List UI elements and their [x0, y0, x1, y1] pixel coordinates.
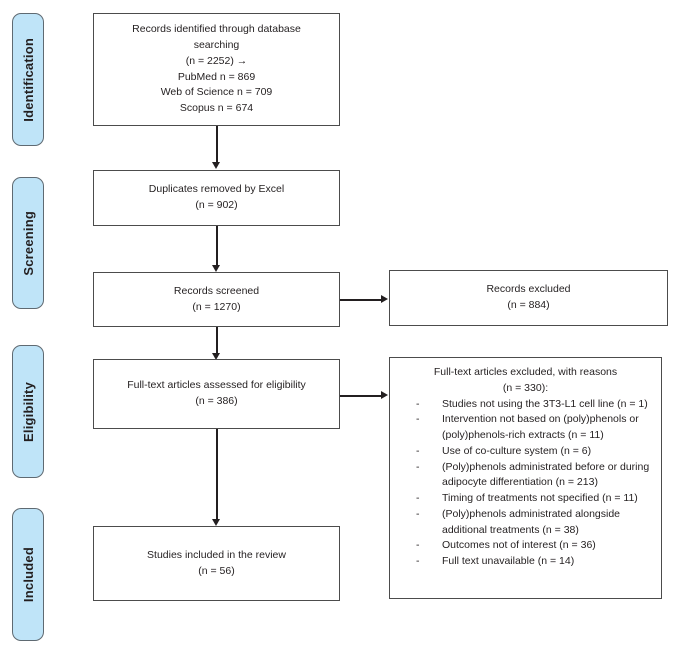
- box-studies-included-text: Studies included in the review (n = 56): [141, 548, 292, 580]
- line: Records screened: [173, 284, 260, 297]
- box-records-identified-text: Records identified through database sear…: [126, 22, 307, 118]
- arrowhead-right-excluded: [381, 295, 388, 303]
- exclusion-reason-item: Full text unavailable (n = 14): [396, 554, 655, 570]
- connector-fulltext-to-included: [216, 429, 218, 521]
- box-records-identified: Records identified through database sear…: [93, 13, 340, 126]
- exclusion-reason-item: Outcomes not of interest (n = 36): [396, 538, 655, 554]
- line: Scopus n = 674: [179, 102, 254, 115]
- line: Studies included in the review: [147, 548, 286, 561]
- connector-screened-to-excluded: [340, 299, 382, 301]
- exclusion-reason-item: Studies not using the 3T3-L1 cell line (…: [396, 397, 655, 413]
- exclusion-reason-item: Intervention not based on (poly)phenols …: [396, 412, 655, 444]
- line: searching: [193, 38, 240, 51]
- box-duplicates-removed-text: Duplicates removed by Excel (n = 902): [143, 182, 290, 214]
- exclusion-reason-item: Timing of treatments not specified (n = …: [396, 491, 655, 507]
- exclusion-reasons-heading-line: Full-text articles excluded, with reason…: [433, 366, 618, 378]
- exclusion-reason-item: (Poly)phenols administrated before or du…: [396, 460, 655, 492]
- line: (n = 386): [195, 395, 238, 407]
- exclusion-reason-item: Use of co-culture system (n = 6): [396, 444, 655, 460]
- line: (n = 2252) →: [185, 54, 248, 67]
- box-fulltext-assessed: Full-text articles assessed for eligibil…: [93, 359, 340, 429]
- box-records-excluded-text: Records excluded (n = 884): [480, 282, 576, 314]
- box-records-screened: Records screened (n = 1270): [93, 272, 340, 327]
- connector-fulltext-to-excluded: [340, 395, 382, 397]
- exclusion-reasons-count: (n = 330):: [502, 381, 549, 394]
- line: Web of Science n = 709: [160, 86, 273, 99]
- phase-label-screening: Screening: [12, 177, 44, 309]
- phase-label-included-text: Included: [20, 546, 36, 603]
- box-fulltext-assessed-text: Full-text articles assessed for eligibil…: [121, 378, 312, 410]
- box-records-excluded: Records excluded (n = 884): [389, 270, 668, 326]
- line: PubMed n = 869: [177, 70, 256, 83]
- exclusion-reasons-content: Full-text articles excluded, with reason…: [390, 358, 661, 570]
- arrowhead-down-fulltext: [212, 353, 220, 360]
- box-duplicates-removed: Duplicates removed by Excel (n = 902): [93, 170, 340, 226]
- exclusion-reasons-list: Studies not using the 3T3-L1 cell line (…: [396, 397, 655, 570]
- box-studies-included: Studies included in the review (n = 56): [93, 526, 340, 601]
- box-records-screened-text: Records screened (n = 1270): [168, 284, 265, 316]
- phase-label-identification: Identification: [12, 13, 44, 146]
- line: Duplicates removed by Excel: [148, 183, 285, 196]
- box-fulltext-excluded-reasons: Full-text articles excluded, with reason…: [389, 357, 662, 599]
- line: (n = 56): [198, 564, 235, 577]
- line: (n = 902): [195, 199, 238, 211]
- connector-duplicates-to-screened: [216, 226, 218, 267]
- arrowhead-down-included: [212, 519, 220, 526]
- arrowhead-down-duplicates: [212, 162, 220, 169]
- line: (n = 1270): [192, 300, 241, 313]
- line: Records excluded: [486, 283, 571, 296]
- line: (n = 884): [507, 299, 550, 311]
- exclusion-reason-item: (Poly)phenols administrated alongside ad…: [396, 507, 655, 539]
- connector-screened-to-fulltext: [216, 327, 218, 355]
- line: Full-text articles assessed for eligibil…: [127, 379, 306, 392]
- phase-label-identification-text: Identification: [20, 37, 36, 122]
- phase-label-eligibility-text: Eligibility: [20, 381, 36, 442]
- phase-label-included: Included: [12, 508, 44, 641]
- line: Records identified through database: [132, 22, 301, 35]
- phase-label-eligibility: Eligibility: [12, 345, 44, 478]
- arrowhead-right-fulltext-excluded: [381, 391, 388, 399]
- connector-identified-to-duplicates: [216, 126, 218, 164]
- phase-label-screening-text: Screening: [20, 210, 36, 276]
- arrowhead-down-screened: [212, 265, 220, 272]
